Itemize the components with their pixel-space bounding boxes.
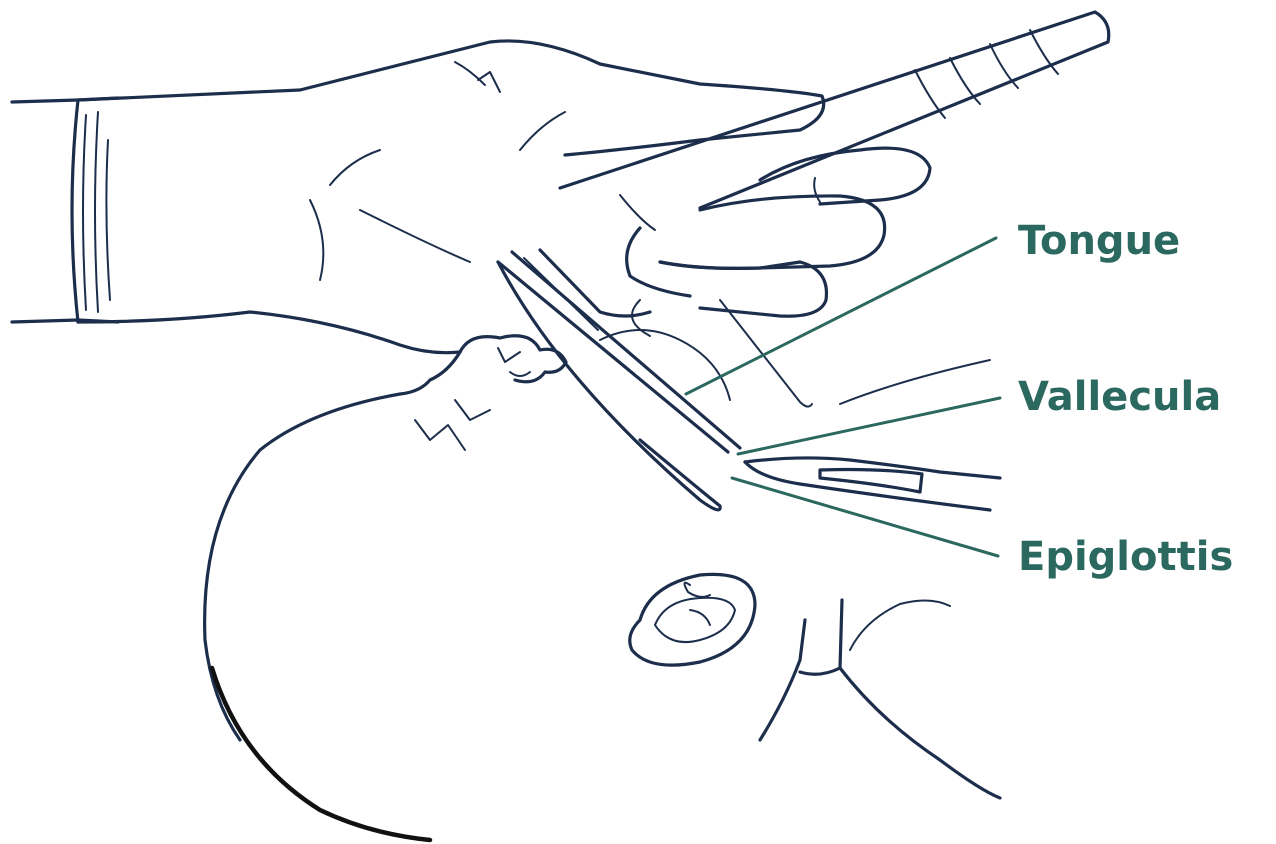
- tongue-label: Tongue: [1018, 218, 1180, 264]
- vallecula-leader-line: [738, 398, 1000, 454]
- gloved-hand-drawing: [12, 41, 930, 353]
- epiglottis-leader-line: [732, 478, 998, 556]
- epiglottis-label: Epiglottis: [1018, 534, 1233, 580]
- vallecula-label: Vallecula: [1018, 374, 1221, 420]
